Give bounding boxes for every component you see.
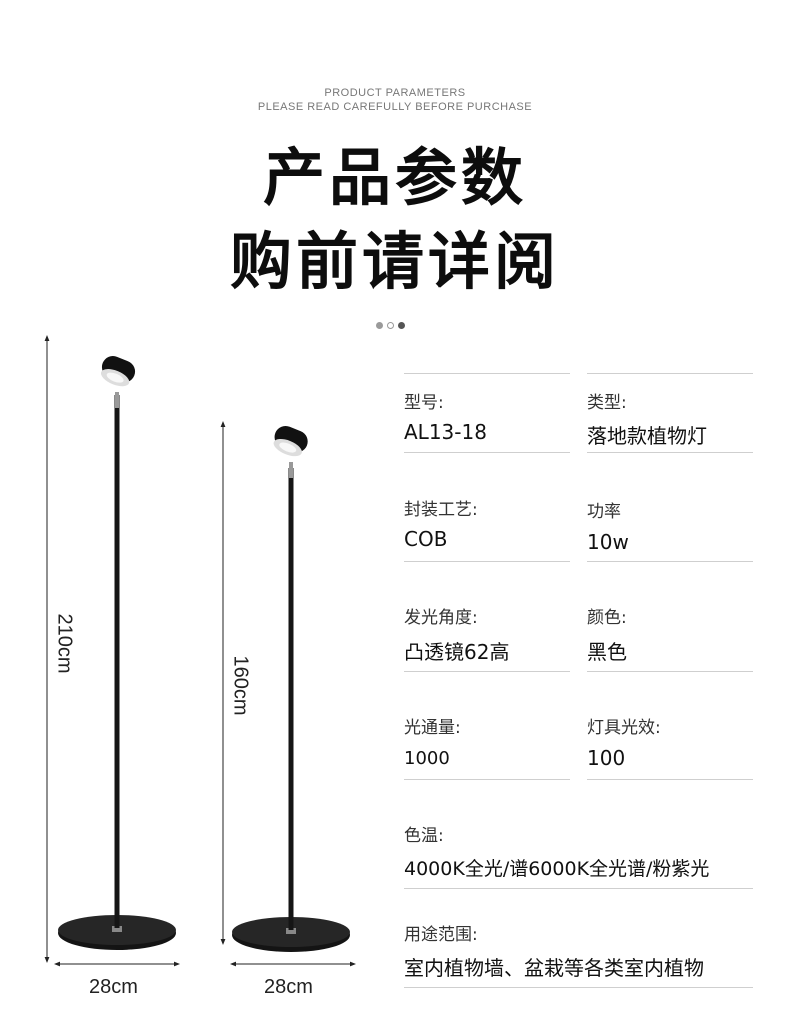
- spec-value: 室内植物墙、盆栽等各类室内植物: [404, 956, 704, 980]
- short-lamp: [232, 425, 350, 952]
- spec-label: 灯具光效:: [587, 718, 661, 738]
- short-height-label: 160cm: [229, 655, 252, 716]
- spec-value: COB: [404, 527, 448, 551]
- short-base-label: 28cm: [264, 976, 313, 998]
- spec-flux: 光通量: 1000: [404, 700, 570, 780]
- spec-label: 型号:: [404, 393, 444, 413]
- decorative-dots: [376, 322, 405, 329]
- spec-label: 发光角度:: [404, 608, 478, 628]
- tall-base-label: 28cm: [89, 976, 138, 998]
- spec-power: 功率 10w: [587, 485, 753, 562]
- dot-icon: [398, 322, 405, 329]
- spec-label: 色温:: [404, 826, 444, 846]
- dot-icon: [376, 322, 383, 329]
- spec-value: AL13-18: [404, 420, 487, 444]
- spec-label: 类型:: [587, 393, 627, 413]
- spec-value: 凸透镜62高: [404, 640, 510, 664]
- spec-value: 黑色: [587, 640, 627, 664]
- spec-label: 颜色:: [587, 608, 627, 628]
- spec-color-temp: 色温: 4000K全光/谱6000K全光谱/粉紫光: [404, 808, 753, 889]
- dot-icon: [387, 322, 394, 329]
- header-subtitle: 购前请详阅: [229, 225, 560, 298]
- tall-height-label: 210cm: [53, 613, 76, 674]
- spec-type: 类型: 落地款植物灯: [587, 373, 753, 453]
- spec-efficacy: 灯具光效: 100: [587, 700, 753, 780]
- spec-value: 10w: [587, 530, 629, 554]
- spec-value: 100: [587, 746, 626, 770]
- tall-lamp: [58, 356, 176, 950]
- lamp-illustration: [44, 335, 356, 967]
- spec-model: 型号: AL13-18: [404, 373, 570, 453]
- spec-package: 封装工艺: COB: [404, 485, 570, 562]
- spec-color: 颜色: 黑色: [587, 590, 753, 672]
- spec-label: 光通量:: [404, 718, 461, 738]
- spec-angle: 发光角度: 凸透镜62高: [404, 590, 570, 672]
- spec-label: 封装工艺:: [404, 500, 478, 520]
- spec-label: 功率: [587, 502, 621, 522]
- spec-value: 落地款植物灯: [587, 424, 707, 448]
- header-en-line2: PLEASE READ CAREFULLY BEFORE PURCHASE: [257, 101, 533, 113]
- spec-value: 4000K全光/谱6000K全光谱/粉紫光: [404, 858, 710, 880]
- header-title: 产品参数: [262, 141, 527, 214]
- spec-value: 1000: [404, 748, 450, 769]
- spec-label: 用途范围:: [404, 925, 478, 945]
- header-en-line1: PRODUCT PARAMETERS: [324, 87, 466, 99]
- spec-usage: 用途范围: 室内植物墙、盆栽等各类室内植物: [404, 910, 753, 988]
